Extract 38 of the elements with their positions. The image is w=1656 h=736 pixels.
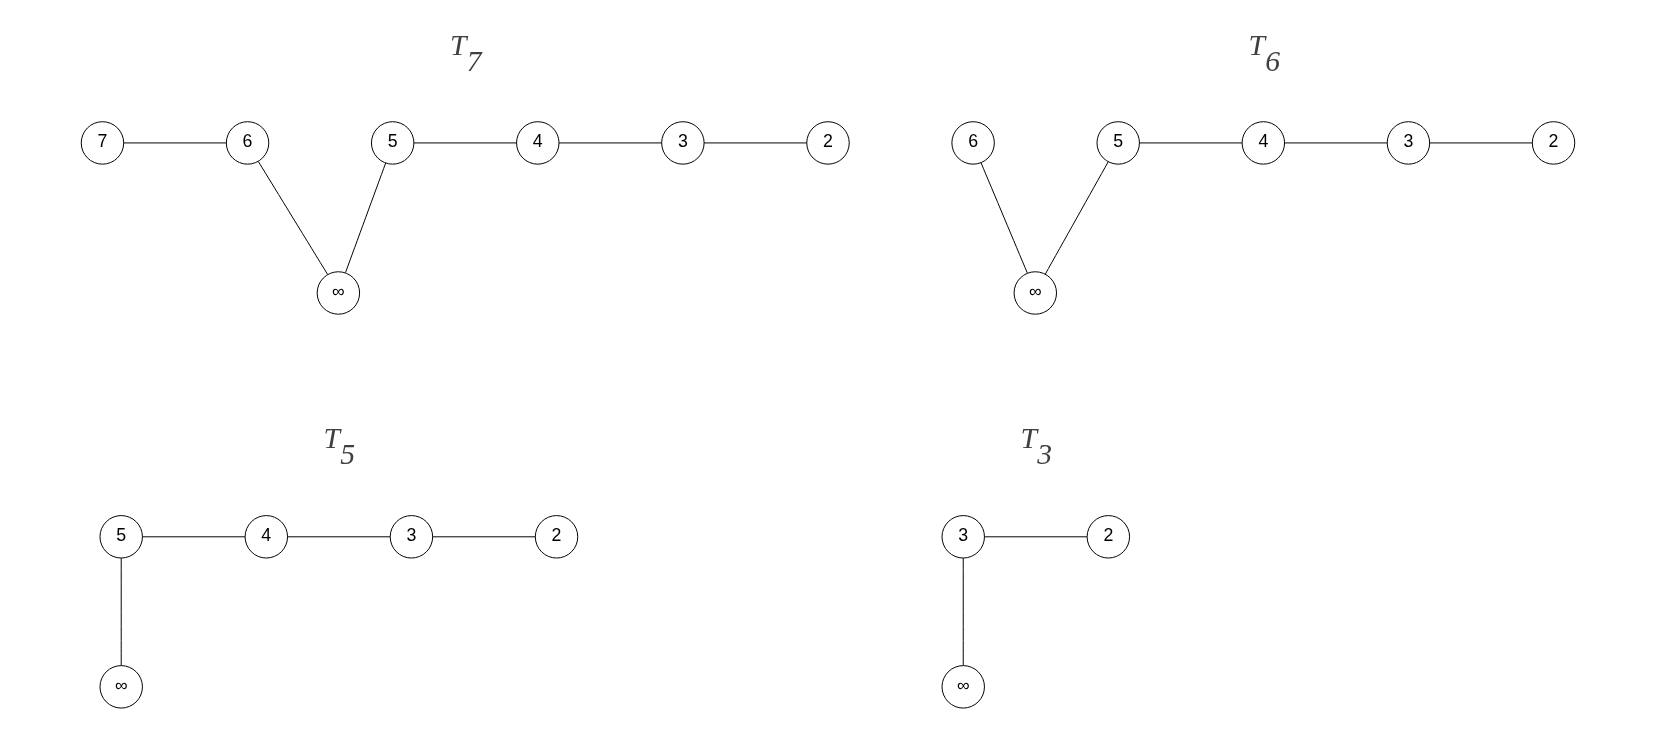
node-circle: 5 xyxy=(370,121,415,165)
node-circle: 6 xyxy=(225,121,270,165)
connector xyxy=(257,161,329,275)
node-circle: ∞ xyxy=(316,271,361,315)
node-circle: 4 xyxy=(1241,121,1286,165)
node-circle: 3 xyxy=(389,515,434,559)
connector xyxy=(1138,142,1243,144)
node-circle: 5 xyxy=(99,515,143,559)
connector xyxy=(1284,142,1388,144)
connector xyxy=(120,557,122,666)
connector xyxy=(558,142,663,144)
connector xyxy=(413,142,517,144)
connector xyxy=(1044,161,1109,275)
node-circle: 4 xyxy=(244,515,289,559)
connector xyxy=(141,536,246,538)
connector xyxy=(1429,142,1533,144)
connector xyxy=(984,536,1088,538)
connector xyxy=(962,557,964,666)
node-circle: 2 xyxy=(1531,121,1576,165)
node-circle: 3 xyxy=(941,515,985,559)
connector xyxy=(287,536,391,538)
connector xyxy=(123,142,227,144)
node-circle: 6 xyxy=(951,121,995,165)
connector xyxy=(980,162,1028,274)
node-circle: 2 xyxy=(534,515,579,559)
node-circle: 3 xyxy=(1386,121,1431,165)
node-circle: ∞ xyxy=(99,665,143,709)
node-circle: ∞ xyxy=(941,665,985,709)
node-circle: 2 xyxy=(1086,515,1131,559)
node-circle: 5 xyxy=(1096,121,1140,165)
connector xyxy=(703,142,808,144)
connector xyxy=(345,162,387,274)
node-circle: 7 xyxy=(80,121,125,165)
node-circle: ∞ xyxy=(1013,271,1057,315)
node-circle: 4 xyxy=(516,121,560,165)
node-circle: 2 xyxy=(806,121,850,165)
connector xyxy=(432,536,536,538)
node-circle: 3 xyxy=(661,121,705,165)
